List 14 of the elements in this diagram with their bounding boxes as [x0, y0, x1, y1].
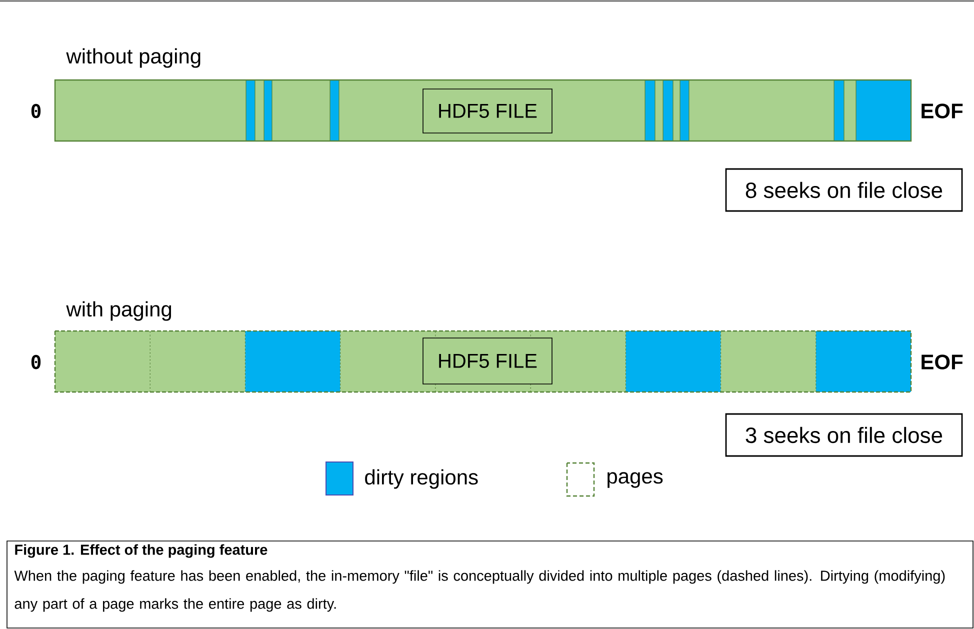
- axis-label: 0: [31, 104, 41, 118]
- seek-count-box: 3 seeks on file close: [725, 413, 963, 457]
- file-label-box: HDF5 FILE: [422, 88, 552, 134]
- heading: with paging: [66, 301, 172, 321]
- file-label-box: HDF5 FILE: [422, 338, 552, 384]
- caption-text: When the paging feature has been enabled, the in-memory "file" is conceptually divided into multiple pages (dashed lines). Dirtying (modifying) any part of a page marks the entire page as dirty.: [14, 570, 945, 612]
- axis-label: EOF: [922, 354, 963, 370]
- figure-title: Figure 1. Effect of the paging feature: [15, 544, 268, 558]
- seek-count-box: 8 seeks on file close: [725, 168, 963, 212]
- legend-label: pages: [608, 472, 663, 488]
- axis-label: EOF: [922, 104, 963, 118]
- legend-label: dirty regions: [365, 469, 478, 489]
- axis-label: 0: [31, 354, 41, 370]
- heading: without paging: [66, 48, 200, 68]
